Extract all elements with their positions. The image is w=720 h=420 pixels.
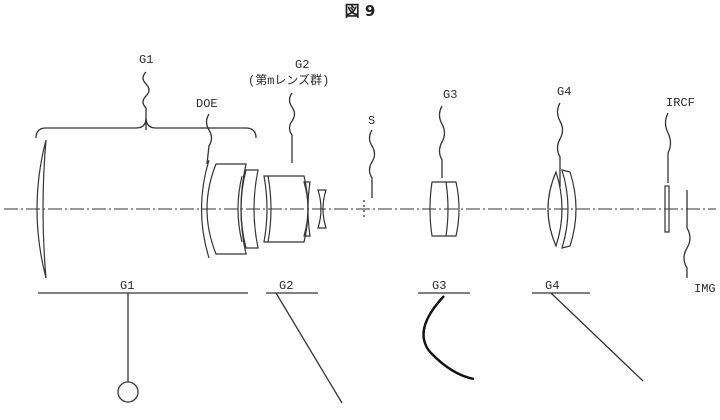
g1-locus-label: G1 xyxy=(120,279,134,293)
ircf-label: IRCF xyxy=(666,96,695,110)
img-label: IMG xyxy=(694,282,716,296)
doe-inner-curve xyxy=(237,175,243,243)
g4-lens-a xyxy=(547,170,563,248)
ircf-filter xyxy=(664,185,670,233)
g3-leader xyxy=(438,105,446,178)
g2-label: G2 xyxy=(295,58,309,72)
g2-note: (第mレンズ群) xyxy=(248,72,329,88)
g2-lens-a-inner xyxy=(267,175,272,243)
g4-leader xyxy=(556,102,564,187)
g4-locus-line xyxy=(550,292,644,382)
doe-surface xyxy=(200,159,210,259)
doe-label: DOE xyxy=(196,97,218,111)
g4-locus-label: G4 xyxy=(545,279,559,293)
g1-leader xyxy=(142,71,150,130)
g2-lens-b xyxy=(303,181,311,237)
g1-fixed-marker xyxy=(117,381,139,403)
g3-label: G3 xyxy=(443,88,457,102)
g3-lens-a xyxy=(429,181,460,237)
g4-lens-b xyxy=(561,169,577,249)
g2-locus-line xyxy=(275,292,343,404)
g1-lens-1 xyxy=(36,139,47,279)
g1-label: G1 xyxy=(139,53,153,67)
g4-label: G4 xyxy=(557,85,571,99)
g3-locus-label: G3 xyxy=(432,279,446,293)
g3-locus-curve xyxy=(422,295,475,381)
g2-locus-label: G2 xyxy=(279,279,293,293)
ircf-leader xyxy=(664,112,672,183)
stop-label: S xyxy=(368,114,375,128)
figure-title: 図 9 xyxy=(345,2,376,20)
img-leader xyxy=(683,227,691,278)
g2-lens-c xyxy=(317,189,327,229)
stop-leader xyxy=(368,129,376,198)
g3-cement-line xyxy=(445,181,449,237)
g2-leader xyxy=(288,92,296,163)
doe-lens-b xyxy=(240,169,259,249)
doe-leader xyxy=(205,113,213,165)
